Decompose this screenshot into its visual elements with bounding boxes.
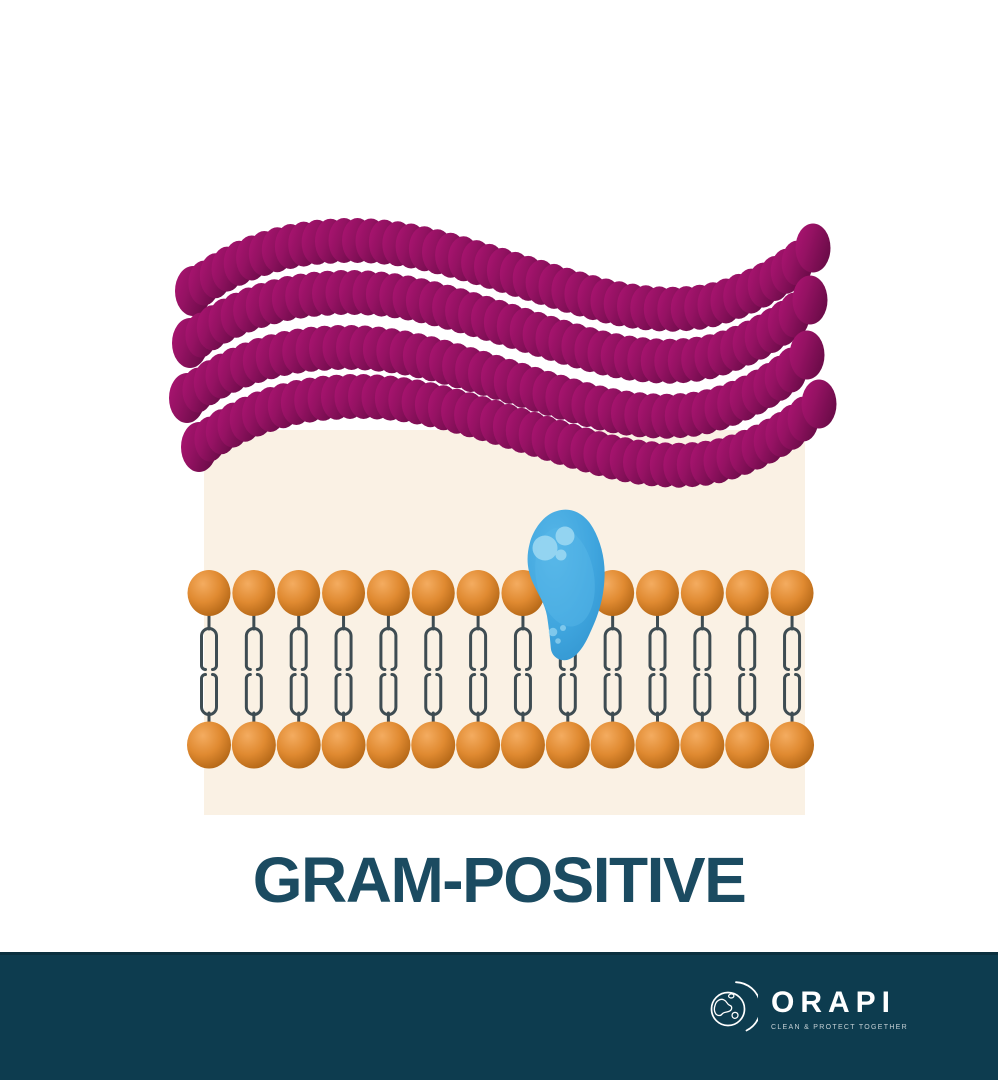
peptidoglycan-chain xyxy=(172,270,828,384)
globe-with-orbit-icon xyxy=(702,981,762,1037)
peptidoglycan-chain xyxy=(169,325,825,439)
page-title: GRAM-POSITIVE xyxy=(252,844,747,916)
gram-positive-cell-wall-diagram xyxy=(169,218,837,815)
footer-bar: ORAPI CLEAN & PROTECT TOGETHER xyxy=(0,952,998,1080)
peptidoglycan-chain xyxy=(181,374,837,488)
peptidoglycan-chain xyxy=(175,218,831,332)
brand-tagline: CLEAN & PROTECT TOGETHER xyxy=(771,1023,908,1031)
membrane-protein xyxy=(527,509,605,661)
phospholipid-heads-inner xyxy=(187,721,815,769)
brand-name: ORAPI xyxy=(771,985,897,1019)
brand-text: ORAPI CLEAN & PROTECT TOGETHER xyxy=(771,985,908,1031)
brand-logo: ORAPI CLEAN & PROTECT TOGETHER xyxy=(702,981,908,1037)
